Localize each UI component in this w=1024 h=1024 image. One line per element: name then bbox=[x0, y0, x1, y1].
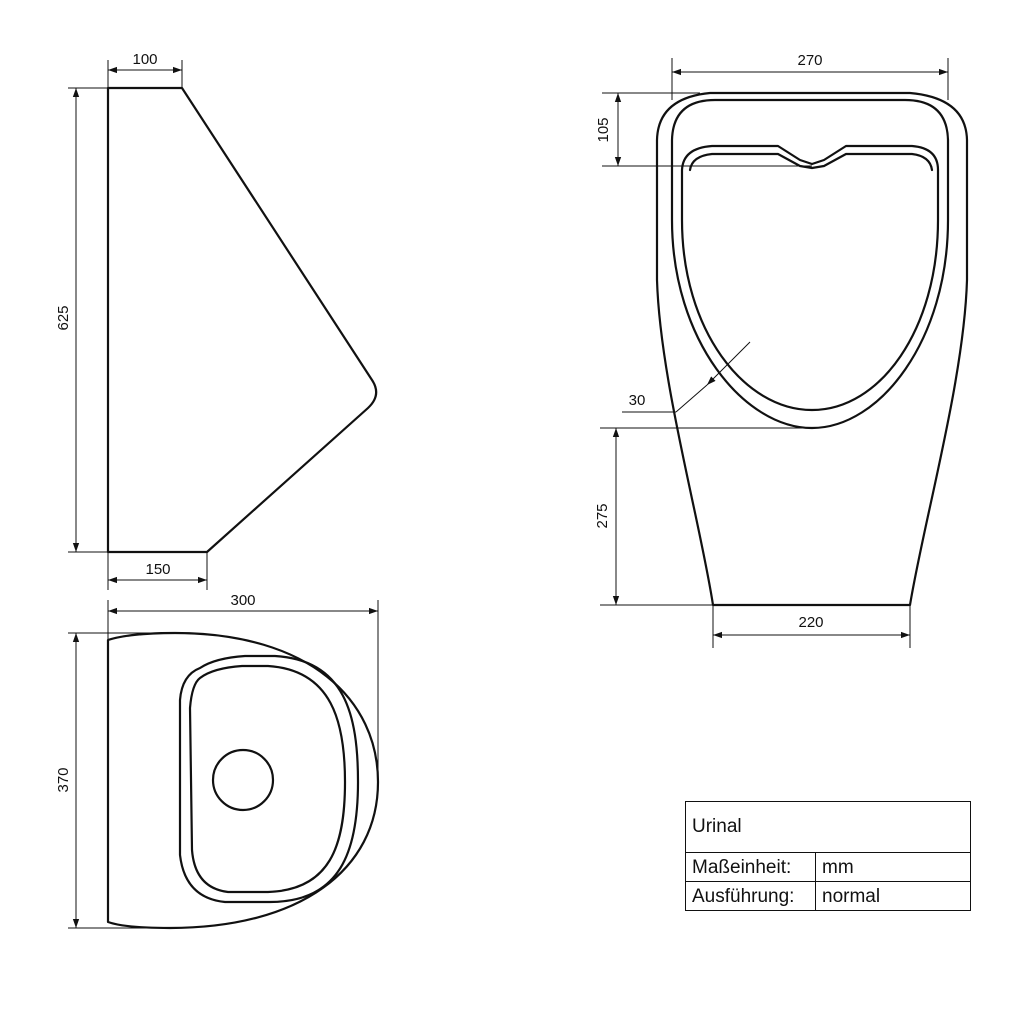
dim-label-side-height: 625 bbox=[55, 305, 72, 330]
side-view: 100 625 150 bbox=[55, 51, 378, 590]
dim-label-rim-thickness: 30 bbox=[629, 392, 646, 409]
title-block: Urinal Maßeinheit: mm Ausführung: normal bbox=[685, 801, 971, 911]
title-block-label-version: Ausführung: bbox=[686, 882, 816, 911]
front-view: 270 105 30 275 220 bbox=[594, 52, 969, 648]
title-block-value-version: normal bbox=[822, 885, 881, 907]
title-block-value-unit: mm bbox=[822, 856, 854, 878]
title-block-row-version: Ausführung: normal bbox=[686, 881, 970, 911]
dim-label-top-view-depth: 300 bbox=[230, 592, 255, 609]
top-view: 300 370 bbox=[55, 592, 380, 930]
dim-line-rim-thickness bbox=[706, 341, 751, 386]
front-view-rim-inner bbox=[680, 144, 940, 412]
title-block-label-unit: Maßeinheit: bbox=[686, 853, 816, 882]
side-view-outline bbox=[106, 86, 378, 554]
dim-label-top-depth: 100 bbox=[132, 51, 157, 68]
drain-circle bbox=[211, 748, 275, 812]
dim-label-front-top-width: 270 bbox=[797, 52, 822, 69]
front-view-rim-outer bbox=[670, 98, 950, 430]
top-view-outline bbox=[106, 631, 380, 930]
dim-label-rim-height: 105 bbox=[595, 117, 612, 142]
front-view-rim-lip bbox=[688, 152, 934, 172]
dim-label-lower-height: 275 bbox=[594, 503, 611, 528]
title-block-row-unit: Maßeinheit: mm bbox=[686, 852, 970, 882]
top-view-bowl-outer bbox=[178, 654, 360, 904]
dim-label-bottom-depth: 150 bbox=[145, 561, 170, 578]
front-view-outline bbox=[655, 91, 969, 607]
title-block-title: Urinal bbox=[692, 816, 742, 837]
top-view-bowl-inner bbox=[188, 664, 347, 894]
dim-label-front-bottom-width: 220 bbox=[798, 614, 823, 631]
dim-label-top-view-width: 370 bbox=[55, 767, 72, 792]
